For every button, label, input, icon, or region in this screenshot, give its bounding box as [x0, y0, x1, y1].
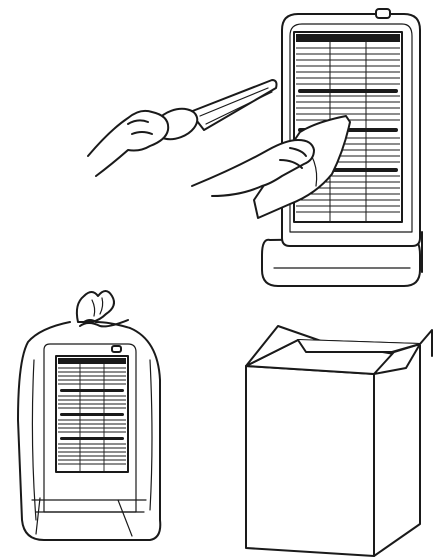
cleaning-brush [153, 79, 278, 141]
boxed-scene [245, 325, 433, 557]
grille-lines [296, 42, 400, 222]
plastic-bag [17, 290, 162, 541]
bagged-scene [17, 290, 162, 541]
heater-in-bag [31, 343, 147, 513]
cleaning-scene [87, 8, 423, 287]
right-hand [191, 139, 315, 197]
cardboard-box [245, 325, 433, 557]
left-hand [87, 109, 170, 177]
